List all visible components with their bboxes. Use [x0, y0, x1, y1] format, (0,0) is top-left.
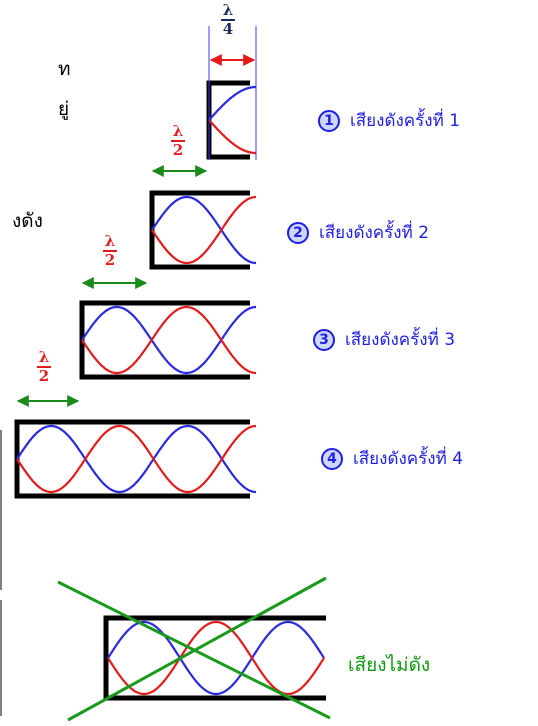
number-circle-icon: 1: [318, 109, 340, 132]
fraction-bar: [221, 19, 235, 21]
standing-wave-curve-a: [208, 85, 256, 121]
half-wavelength-label-1: λ 2: [171, 124, 185, 158]
tube-3: [79, 300, 256, 380]
resonance-text: เสียงดังครั้งที่ 2: [319, 223, 430, 243]
resonance-label-4: 4 เสียงดังครั้งที่ 4: [321, 445, 463, 472]
fraction-bar: [171, 140, 185, 142]
lambda-symbol: λ: [38, 348, 50, 366]
resonance-label-2: 2 เสียงดังครั้งที่ 2: [287, 219, 429, 246]
standing-wave-curve-a: [151, 195, 256, 265]
standing-wave-curve-a: [16, 424, 256, 494]
denominator: 2: [172, 141, 184, 159]
resonance-text: เสียงดังครั้งที่ 1: [350, 111, 461, 131]
standing-wave-curve-b: [151, 195, 256, 265]
standing-wave-curve-b: [208, 119, 256, 155]
fraction-bar: [37, 366, 51, 368]
fraction-bar: [103, 250, 117, 252]
resonance-text: เสียงดังครั้งที่ 4: [353, 449, 464, 469]
edge-text-3: งดัง: [12, 210, 43, 232]
standing-wave-curve-a: [107, 620, 325, 696]
lambda-symbol: λ: [172, 122, 184, 140]
tube-wall: [206, 80, 250, 160]
standing-wave-curve-b: [107, 620, 325, 696]
half-wavelength-label-3: λ 2: [37, 350, 51, 384]
resonance-text: เสียงดังครั้งที่ 3: [345, 330, 456, 350]
tube-wall: [103, 615, 326, 701]
lambda-symbol: λ: [104, 232, 116, 250]
half-wavelength-label-2: λ 2: [103, 234, 117, 268]
denominator: 4: [222, 20, 234, 38]
standing-wave-curve-b: [81, 305, 256, 375]
quarter-wavelength-label: λ 4: [221, 3, 235, 37]
tube-4: [14, 419, 256, 499]
denominator: 2: [38, 367, 50, 385]
number-circle-icon: 4: [321, 447, 343, 470]
standing-wave-curve-b: [16, 424, 256, 494]
tube-2: [149, 190, 256, 270]
non-resonant-tube: [57, 576, 331, 722]
resonance-label-3: 3 เสียงดังครั้งที่ 3: [313, 326, 455, 353]
tube-wall: [79, 300, 250, 380]
tube-1: [206, 80, 256, 160]
number-circle-icon: 3: [313, 328, 335, 351]
lambda-symbol: λ: [222, 1, 234, 19]
number-circle-icon: 2: [287, 221, 309, 244]
resonance-label-1: 1 เสียงดังครั้งที่ 1: [318, 107, 460, 134]
standing-wave-curve-a: [81, 305, 256, 375]
edge-text-1: ท: [58, 58, 71, 80]
cross-out-line-2: [67, 576, 327, 722]
denominator: 2: [104, 251, 116, 269]
not-ringing-label: เสียงไม่ดัง: [348, 654, 431, 676]
edge-text-2: ยู่: [58, 98, 70, 120]
